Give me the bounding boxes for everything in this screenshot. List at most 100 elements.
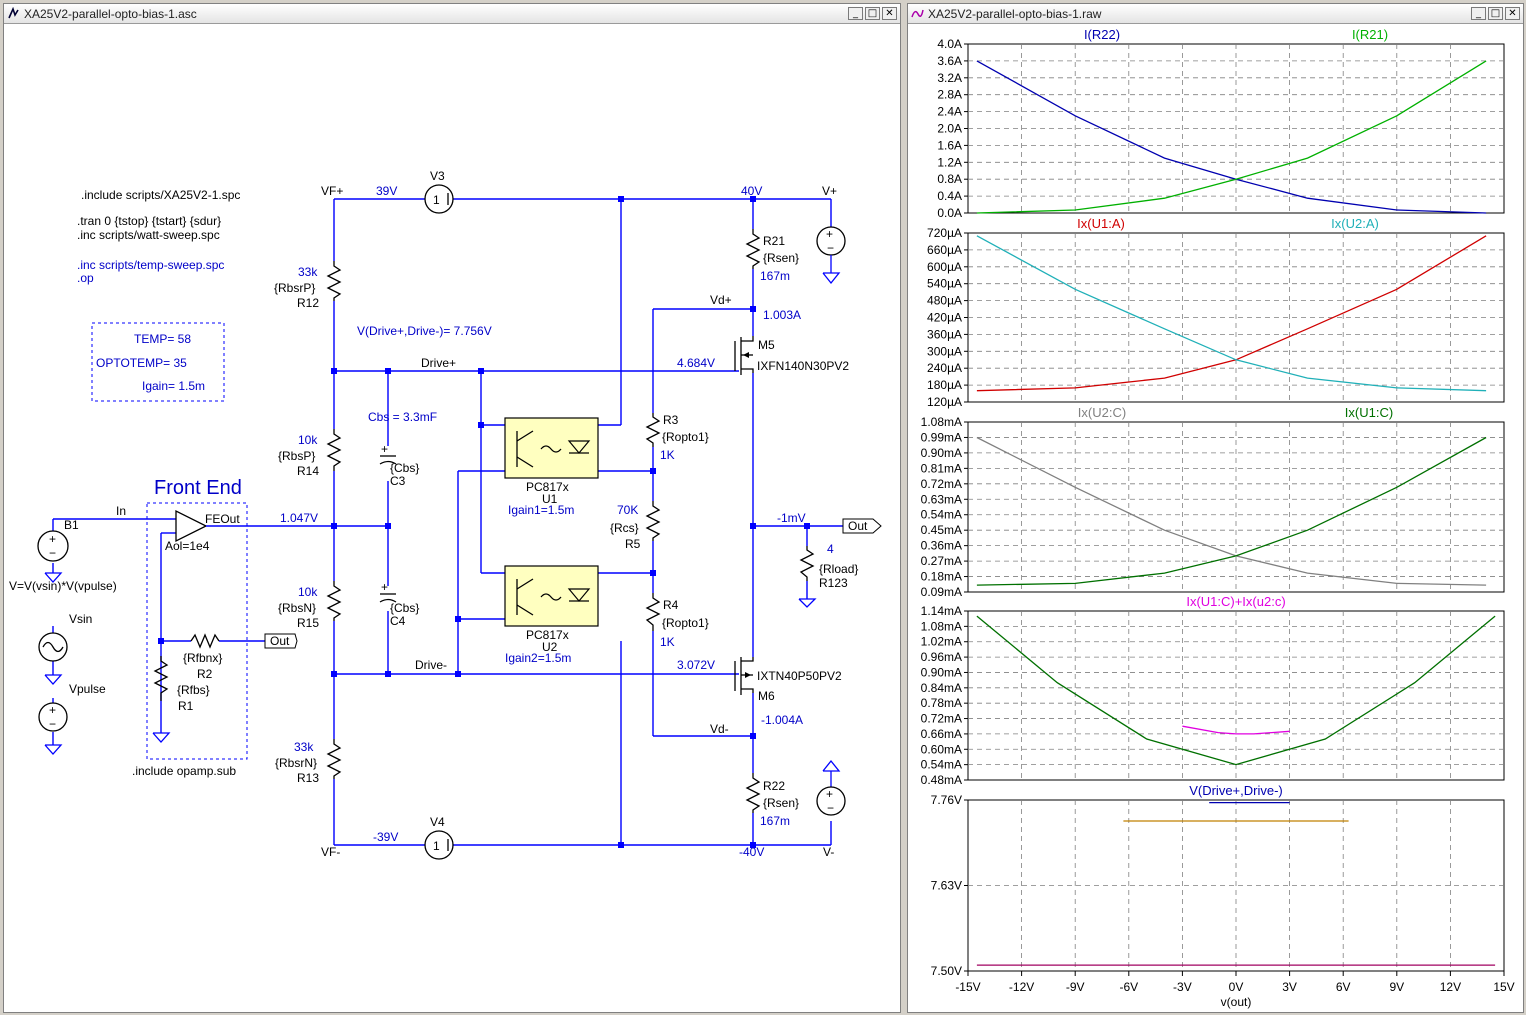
- svg-text:M6: M6: [758, 689, 775, 703]
- directive-texts[interactable]: .include scripts/XA25V2-1.spc .tran 0 {t…: [77, 188, 492, 778]
- minimize-button[interactable]: _: [848, 7, 863, 20]
- x-axis-label: v(out): [1221, 995, 1252, 1009]
- svg-text:M5: M5: [758, 338, 775, 352]
- svg-text:167m: 167m: [760, 814, 790, 828]
- y-tick-label: 0.4A: [937, 189, 962, 203]
- x-tick-label: -15V: [955, 980, 980, 994]
- source-vsin[interactable]: [38, 632, 68, 685]
- y-tick-label: 0.36mA: [921, 539, 962, 553]
- capacitors[interactable]: + +: [379, 442, 397, 603]
- supply-v-plus[interactable]: +−: [816, 226, 846, 285]
- close-button[interactable]: ✕: [882, 7, 897, 20]
- svg-text:10k: 10k: [298, 433, 318, 447]
- trace-name[interactable]: I(R22): [1084, 27, 1120, 42]
- voltage-source-v3[interactable]: 1: [424, 184, 454, 214]
- trace-name[interactable]: Ix(U2:C): [1078, 405, 1126, 420]
- resistors[interactable]: [153, 229, 815, 813]
- y-tick-label: 0.45mA: [921, 523, 962, 537]
- out-flags[interactable]: [264, 518, 882, 649]
- x-tick-label: 9V: [1389, 980, 1404, 994]
- directive-op: .op: [77, 271, 94, 285]
- plot-pane-3[interactable]: 1.08mA0.99mA0.90mA0.81mA0.72mA0.63mA0.54…: [921, 405, 1505, 599]
- x-tick-label: -6V: [1119, 980, 1138, 994]
- svg-text:40V: 40V: [741, 184, 762, 198]
- front-end-title: Front End: [154, 477, 242, 499]
- svg-text:+: +: [49, 532, 56, 546]
- mosfet-m6[interactable]: [734, 657, 754, 695]
- svg-text:33k: 33k: [294, 740, 314, 754]
- supply-v-minus[interactable]: +−: [816, 759, 846, 816]
- x-tick-label: -12V: [1009, 980, 1034, 994]
- directive-inc-temp: .inc scripts/temp-sweep.spc: [77, 258, 224, 272]
- svg-text:+: +: [826, 227, 833, 241]
- trace-name[interactable]: Ix(U1:C)+Ix(u2:c): [1186, 594, 1285, 609]
- waveform-titlebar[interactable]: XA25V2-parallel-opto-bias-1.raw _ □ ✕: [908, 4, 1523, 24]
- y-tick-label: 0.48mA: [921, 773, 962, 787]
- y-tick-label: 0.96mA: [921, 650, 962, 664]
- svg-text:R2: R2: [197, 667, 213, 681]
- svg-text:+: +: [49, 703, 56, 717]
- schematic-window[interactable]: XA25V2-parallel-opto-bias-1.asc _ □ ✕: [3, 3, 901, 1013]
- y-tick-label: 0.81mA: [921, 461, 962, 475]
- minimize-button[interactable]: _: [1471, 7, 1486, 20]
- svg-text:R3: R3: [663, 413, 679, 427]
- optocoupler-u2[interactable]: [504, 565, 599, 627]
- close-button[interactable]: ✕: [1505, 7, 1520, 20]
- trace-name[interactable]: Ix(U1:C): [1345, 405, 1393, 420]
- y-tick-label: 180µA: [927, 378, 962, 392]
- svg-text:{Cbs}: {Cbs}: [390, 461, 419, 475]
- svg-text:R21: R21: [763, 234, 785, 248]
- schematic-titlebar[interactable]: XA25V2-parallel-opto-bias-1.asc _ □ ✕: [4, 4, 900, 24]
- svg-text:-1.004A: -1.004A: [761, 713, 803, 727]
- svg-text:Out: Out: [848, 519, 868, 533]
- svg-text:1: 1: [433, 193, 440, 207]
- trace-name[interactable]: I(R21): [1352, 27, 1388, 42]
- svg-text:Vpulse: Vpulse: [69, 682, 106, 696]
- svg-text:4: 4: [827, 542, 834, 556]
- svg-text:Drive+: Drive+: [421, 356, 456, 370]
- svg-text:PC817x: PC817x: [526, 628, 569, 642]
- waveform-window[interactable]: XA25V2-parallel-opto-bias-1.raw _ □ ✕ 4.…: [907, 3, 1524, 1013]
- y-tick-label: 0.84mA: [921, 681, 962, 695]
- svg-text:1.047V: 1.047V: [280, 511, 318, 525]
- schematic-canvas[interactable]: + + 1 1 +− +−: [4, 24, 900, 1012]
- mosfet-m5[interactable]: [734, 336, 754, 375]
- svg-text:-39V: -39V: [373, 830, 398, 844]
- y-tick-label: 0.54mA: [921, 758, 962, 772]
- maximize-button[interactable]: □: [1488, 7, 1503, 20]
- svg-text:R1: R1: [178, 699, 194, 713]
- svg-text:R12: R12: [297, 296, 319, 310]
- svg-text:V+: V+: [822, 184, 837, 198]
- directive-include-spc: .include scripts/XA25V2-1.spc: [81, 188, 240, 202]
- opamp[interactable]: [175, 509, 208, 543]
- waveform-plots[interactable]: 4.0A3.6A3.2A2.8A2.4A2.0A1.6A1.2A0.8A0.4A…: [908, 24, 1523, 1012]
- y-tick-label: 600µA: [927, 260, 962, 274]
- trace-name[interactable]: Ix(U1:A): [1077, 216, 1125, 231]
- maximize-button[interactable]: □: [865, 7, 880, 20]
- svg-text:−: −: [49, 717, 56, 731]
- y-tick-label: 120µA: [927, 395, 962, 409]
- plot-pane-2[interactable]: 720µA660µA600µA540µA480µA420µA360µA300µA…: [927, 216, 1505, 409]
- optocoupler-u1[interactable]: [504, 417, 599, 479]
- svg-text:Aol=1e4: Aol=1e4: [165, 539, 210, 553]
- source-b1[interactable]: +−: [37, 530, 69, 583]
- trace-name[interactable]: Ix(U2:A): [1331, 216, 1379, 231]
- trace-name[interactable]: V(Drive+,Drive-): [1189, 783, 1283, 798]
- svg-text:1.003A: 1.003A: [763, 308, 801, 322]
- svg-text:{RbsrP}: {RbsrP}: [274, 281, 315, 295]
- svg-text:−: −: [827, 801, 834, 815]
- svg-text:+: +: [826, 787, 833, 801]
- param-igain: Igain= 1.5m: [142, 379, 205, 393]
- voltage-source-v4[interactable]: 1: [424, 830, 454, 860]
- plot-pane-1[interactable]: 4.0A3.6A3.2A2.8A2.4A2.0A1.6A1.2A0.8A0.4A…: [937, 27, 1505, 220]
- svg-text:{Rfbnx}: {Rfbnx}: [183, 651, 222, 665]
- y-tick-label: 0.18mA: [921, 570, 962, 584]
- svg-text:4.684V: 4.684V: [677, 356, 715, 370]
- plot-pane-4[interactable]: 1.14mA1.08mA1.02mA0.96mA0.90mA0.84mA0.78…: [921, 594, 1505, 787]
- svg-text:−: −: [49, 546, 56, 560]
- y-tick-label: 0.54mA: [921, 508, 962, 522]
- source-vpulse[interactable]: +−: [38, 702, 68, 755]
- svg-text:U1: U1: [542, 492, 558, 506]
